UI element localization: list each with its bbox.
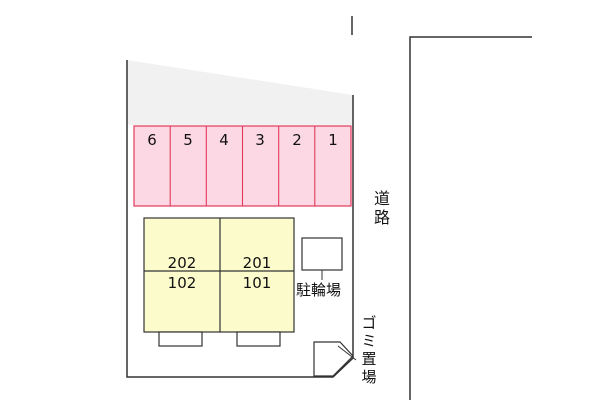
parking-space-label: 6 [147,131,157,149]
unit-label-202: 202 [168,254,197,272]
site-lot-tint [127,60,353,125]
building: 202 201 102 101 [143,217,295,347]
unit-label-201: 201 [243,254,272,272]
parking-space-label: 3 [255,131,265,149]
site-lot-boundary [126,60,354,378]
parking-space-label: 4 [219,131,229,149]
parking-area: 6 5 4 3 2 1 [133,125,352,207]
parking-space-label: 2 [292,131,302,149]
balcony-left [158,331,203,347]
parking-space-label: 5 [183,131,193,149]
unit-label-101: 101 [243,274,272,292]
garbage-area-leader [337,345,357,361]
unit-label-102: 102 [168,274,197,292]
bicycle-parking-box [301,237,343,271]
balcony-right [236,331,281,347]
garbage-area-box [313,341,354,377]
building-outline [143,217,295,333]
garbage-area-label: ゴミ置場 [361,314,377,386]
bicycle-parking-label: 駐輪場 [296,281,342,299]
road-edge-line [409,36,532,400]
road-label: 道路 [373,189,390,227]
parking-space-label: 1 [328,131,338,149]
